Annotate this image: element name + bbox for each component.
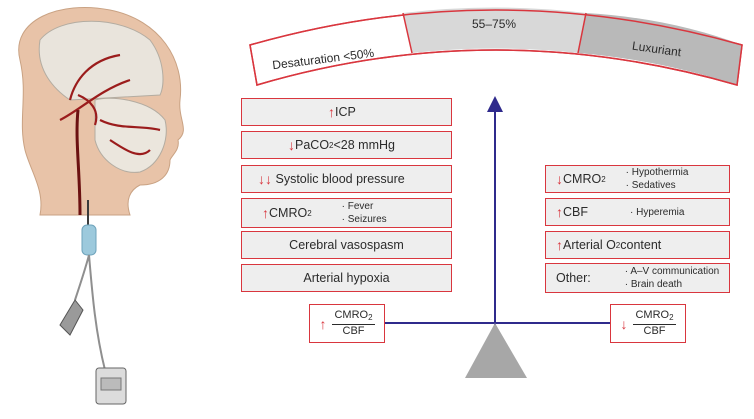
arrow-down-icon: ↓ [288,137,295,153]
arrow-down-icon: ↓ [556,171,563,187]
left-factor-icp: ↑ ICP [241,98,452,126]
left-factor-systolic-bp: ↓↓ Systolic blood pressure [241,165,452,193]
right-factor-cbf: ↑ CBF Hyperemia [545,198,730,226]
arrow-up-icon: ↑ [262,205,269,221]
balance-left-ratio: ↑ CMRO2 CBF [309,304,385,343]
left-factor-cmro2-notes: Fever Seizures [342,200,387,226]
right-factor-cbf-notes: Hyperemia [630,206,684,219]
arc-segment-middle [403,7,586,53]
saturation-arc-band [249,7,743,86]
arc-label-middle: 55–75% [472,17,517,31]
fulcrum [465,323,527,378]
balance-right-ratio: ↓ CMRO2 CBF [610,304,686,343]
double-arrow-down-icon: ↓↓ [258,171,272,187]
axis-arrowhead [487,96,503,112]
arrow-up-icon: ↑ [328,104,335,120]
right-factor-other: Other: A–V communication Brain death [545,263,730,293]
left-factor-vasospasm: Cerebral vasospasm [241,231,452,259]
right-factor-cmro2: ↓ CMRO2 Hypothermia Sedatives [545,165,730,193]
right-factor-other-notes: A–V communication Brain death [625,265,719,291]
balance-scale [385,96,610,378]
arrow-up-icon: ↑ [556,204,563,220]
right-factor-cmro2-notes: Hypothermia Sedatives [626,166,689,192]
arrow-up-icon: ↑ [556,237,563,253]
arc-segment-right [578,13,742,85]
left-factor-hypoxia: Arterial hypoxia [241,264,452,292]
ratio-fraction: CMRO2 CBF [633,309,676,337]
left-factor-cmro2: ↑ CMRO2 Fever Seizures [241,198,452,228]
arrow-down-icon: ↓ [620,315,628,332]
ratio-fraction: CMRO2 CBF [332,309,375,337]
catheter-illustration [59,200,127,405]
head-illustration [18,6,184,216]
arrow-up-icon: ↑ [319,315,327,332]
